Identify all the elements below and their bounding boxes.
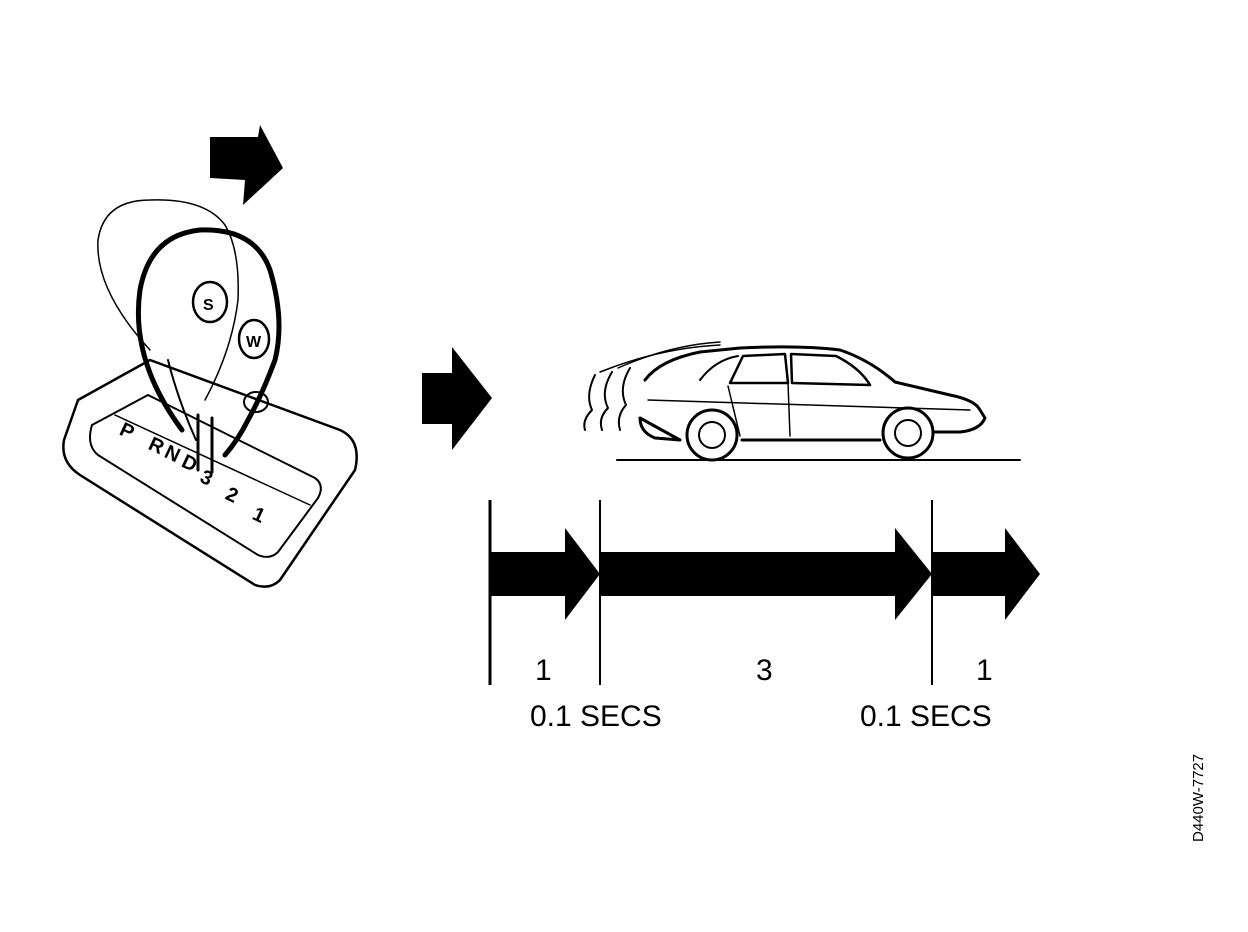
timeline-arrow-segment-2 <box>600 528 932 620</box>
car-icon <box>583 341 1021 462</box>
timeline-arrow-segment-1 <box>490 528 600 620</box>
segment-1-duration: 0.1 SECS <box>530 700 662 733</box>
timeline <box>488 500 1040 685</box>
selector-position-1: 1 <box>249 503 268 528</box>
button-label-s: S <box>203 297 214 314</box>
gear-selector-icon <box>62 199 358 588</box>
arrow-right-icon <box>210 125 283 205</box>
selector-position-d: D <box>178 451 200 477</box>
arrow-right-icon <box>422 347 492 450</box>
segment-2-number: 3 <box>756 654 773 687</box>
selector-position-p: P <box>116 419 137 445</box>
button-label-w: W <box>246 334 262 351</box>
segment-1-number: 1 <box>535 654 552 687</box>
segment-3-duration: 0.1 SECS <box>860 700 992 733</box>
timeline-arrow-segment-3 <box>932 528 1040 620</box>
selector-position-2: 2 <box>222 483 241 508</box>
figure-code: D440W-7727 <box>1190 753 1207 842</box>
segment-3-number: 1 <box>976 654 993 687</box>
